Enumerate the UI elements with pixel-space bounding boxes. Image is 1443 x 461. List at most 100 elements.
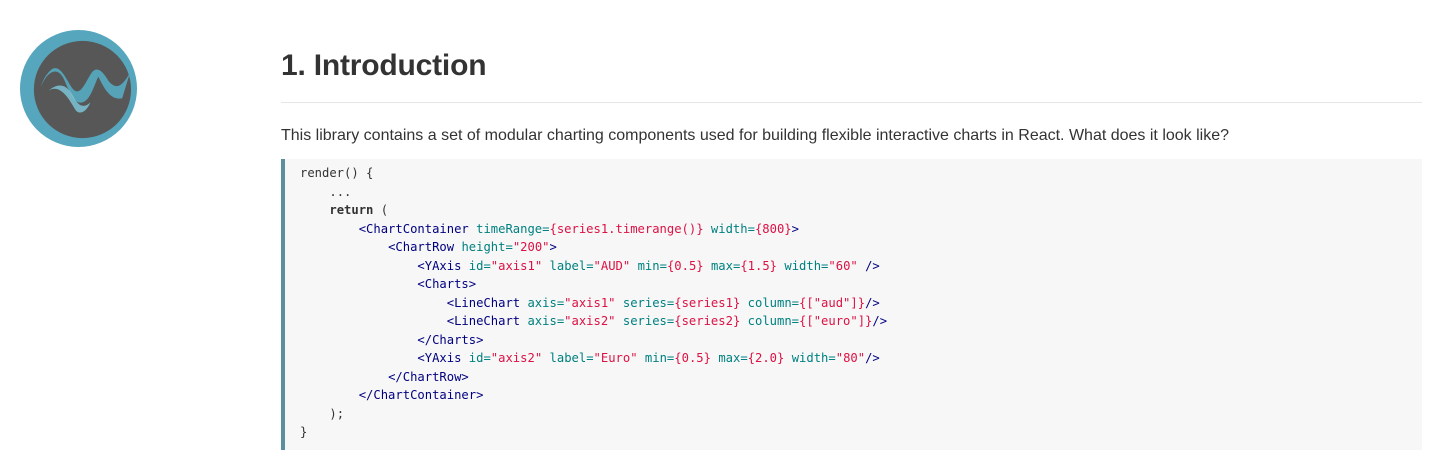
code-token: <ChartContainer bbox=[358, 221, 469, 236]
code-token bbox=[461, 259, 468, 273]
code-token: width= bbox=[784, 258, 829, 273]
logo-wave bbox=[40, 68, 131, 103]
code-token: timeRange= bbox=[476, 221, 550, 236]
code-line: return ( bbox=[300, 201, 887, 220]
code-indent bbox=[300, 222, 359, 236]
code-token: width= bbox=[791, 351, 836, 365]
code-token: width= bbox=[710, 221, 755, 236]
code-token: /> bbox=[865, 295, 880, 310]
code-token: "Euro" bbox=[593, 351, 638, 365]
code-token: {["euro"]} bbox=[799, 314, 873, 328]
code-token bbox=[630, 259, 637, 273]
code-line: <YAxis id="axis2" label="Euro" min={0.5}… bbox=[300, 349, 887, 368]
code-token bbox=[740, 296, 747, 310]
code-indent bbox=[300, 277, 417, 291]
logo-wave-accent bbox=[48, 85, 91, 113]
code-token: "axis2" bbox=[564, 314, 616, 328]
code-token: min= bbox=[637, 258, 667, 273]
code-token: series= bbox=[622, 314, 675, 328]
code-token: <YAxis bbox=[417, 258, 462, 273]
code-token: > bbox=[791, 221, 799, 236]
code-line: <Charts> bbox=[300, 275, 887, 294]
code-token: "60" bbox=[828, 258, 858, 273]
code-token: "200" bbox=[512, 240, 550, 254]
code-token: "AUD" bbox=[593, 258, 631, 273]
code-token bbox=[638, 351, 645, 365]
code-token bbox=[858, 259, 865, 273]
code-token: axis= bbox=[527, 295, 565, 310]
code-token: return bbox=[329, 203, 374, 217]
code-token: /> bbox=[872, 314, 888, 328]
code-token bbox=[542, 259, 549, 273]
code-line: </Charts> bbox=[300, 331, 887, 350]
code-token: ); bbox=[329, 406, 345, 421]
code-block: render() { ... return ( <ChartContainer … bbox=[281, 159, 1422, 450]
code-token: {2.0} bbox=[747, 351, 785, 365]
code-token: </ChartRow> bbox=[388, 369, 469, 384]
code-token: max= bbox=[710, 258, 741, 273]
code-token: id= bbox=[468, 258, 491, 273]
code-token bbox=[461, 351, 468, 365]
code-token bbox=[469, 222, 476, 236]
code-indent bbox=[300, 296, 447, 310]
code-token: {series1.timerange()} bbox=[549, 221, 704, 236]
code-indent bbox=[300, 259, 417, 273]
code-token: <YAxis bbox=[417, 351, 462, 365]
code-token: ... bbox=[329, 184, 352, 199]
code-line: <YAxis id="axis1" label="AUD" min={0.5} … bbox=[300, 257, 887, 276]
code-token bbox=[704, 222, 711, 236]
code-token: id= bbox=[468, 351, 491, 365]
code-token: {800} bbox=[754, 221, 792, 236]
logo-graphic bbox=[19, 29, 138, 148]
code-token: column= bbox=[747, 295, 800, 310]
intro-paragraph: This library contains a set of modular c… bbox=[281, 127, 1230, 144]
code-token: label= bbox=[549, 258, 594, 273]
code-indent bbox=[300, 203, 329, 217]
code-line: ... bbox=[300, 183, 887, 202]
wave-logo-icon bbox=[19, 29, 138, 148]
code-indent bbox=[300, 370, 388, 384]
code-indent bbox=[300, 388, 359, 402]
code-token: </Charts> bbox=[417, 332, 484, 347]
code-token: } bbox=[300, 425, 308, 439]
code-token: /> bbox=[865, 258, 880, 273]
page-title: 1. Introduction bbox=[281, 49, 487, 82]
code-token: column= bbox=[747, 314, 800, 328]
code-indent bbox=[300, 240, 388, 254]
code-token: label= bbox=[549, 351, 594, 365]
code-token: <ChartRow bbox=[388, 240, 455, 254]
code-line: <LineChart axis="axis2" series={series2}… bbox=[300, 312, 887, 331]
code-token: ( bbox=[373, 203, 389, 217]
code-indent bbox=[300, 185, 329, 199]
code-token: render() { bbox=[300, 166, 374, 180]
code-token bbox=[542, 351, 549, 365]
code-line: ); bbox=[300, 405, 887, 424]
code-token: "axis1" bbox=[490, 258, 543, 273]
code-token: axis= bbox=[527, 314, 565, 328]
code-token: height= bbox=[461, 240, 513, 254]
code-token: {series2} bbox=[674, 314, 741, 328]
code-token: {1.5} bbox=[740, 258, 778, 273]
code-line: </ChartContainer> bbox=[300, 386, 887, 405]
code-line: render() { bbox=[300, 164, 887, 183]
code-token: min= bbox=[644, 351, 675, 365]
code-token: {0.5} bbox=[674, 351, 711, 365]
title-divider bbox=[281, 102, 1422, 103]
code-token bbox=[784, 351, 791, 365]
code-token: {0.5} bbox=[666, 258, 704, 273]
code-token: "axis2" bbox=[490, 351, 543, 365]
code-token: "axis1" bbox=[564, 295, 616, 310]
code-token: > bbox=[549, 240, 557, 254]
code-indent bbox=[300, 351, 417, 365]
code-indent bbox=[300, 333, 417, 347]
code-token: <LineChart bbox=[446, 314, 521, 328]
code-token: {series1} bbox=[674, 295, 741, 310]
code-token: </ChartContainer> bbox=[358, 388, 484, 402]
code-line: <LineChart axis="axis1" series={series1}… bbox=[300, 294, 887, 313]
code-token bbox=[704, 259, 711, 273]
code-token: "80" bbox=[835, 351, 866, 365]
code-token: /> bbox=[865, 351, 880, 365]
code-token: {["aud"]} bbox=[799, 295, 866, 310]
code-line: <ChartContainer timeRange={series1.timer… bbox=[300, 220, 887, 239]
code-token: series= bbox=[622, 295, 675, 310]
